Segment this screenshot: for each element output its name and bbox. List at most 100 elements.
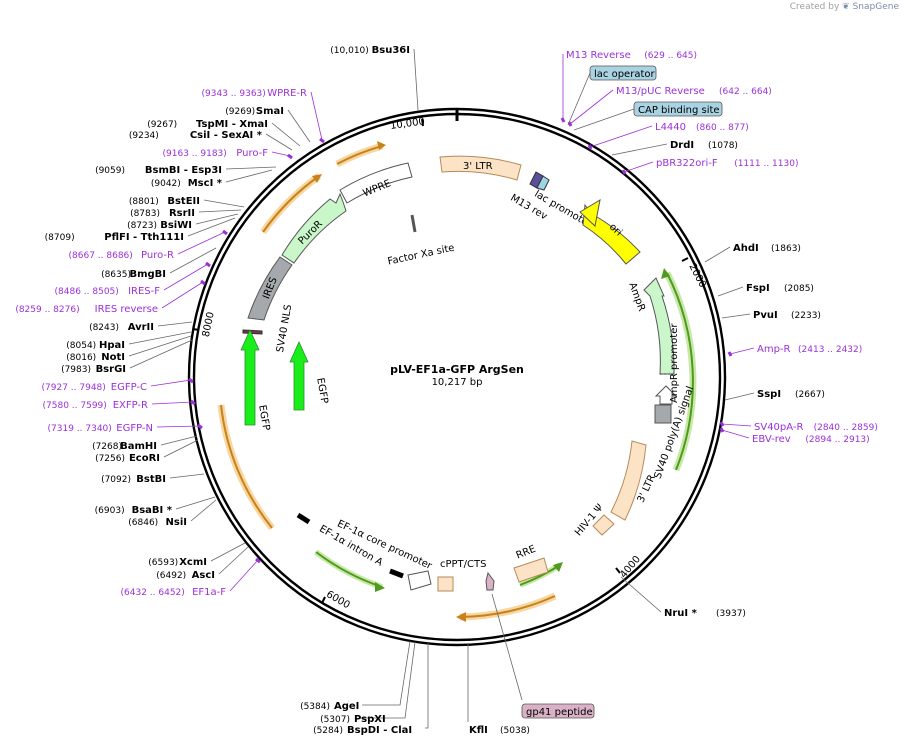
primer-mark-left-14	[205, 261, 211, 268]
right-site-name-6[interactable]: FspI	[746, 283, 770, 294]
bottom-leader-agei	[362, 640, 411, 706]
left-site-name-18[interactable]: NotI	[101, 352, 125, 363]
left-site-name-29[interactable]: AscI	[192, 570, 215, 581]
gp41-peptide-box[interactable]	[521, 703, 595, 719]
orf-top-head	[377, 141, 386, 150]
feature-cap-site[interactable]	[536, 175, 550, 191]
feature-3ltr-top[interactable]	[439, 155, 522, 181]
right-site-name-4[interactable]: pBR322ori-F	[656, 158, 718, 169]
tick-4000	[615, 567, 621, 574]
bottom-leader-pspxi	[360, 641, 416, 719]
right-site-pos-9: (2667)	[795, 390, 825, 400]
left-site-name-8[interactable]: BstEII	[167, 196, 200, 207]
left-site-pos-28: (6593)	[148, 558, 178, 568]
feature-ef1a-core-promoter[interactable]	[407, 570, 432, 591]
left-site-name-14[interactable]: IRES-F	[128, 286, 160, 297]
feature-sv40-nls[interactable]	[242, 329, 263, 335]
left-leader-13	[169, 247, 217, 274]
left-site-name-3[interactable]: TspMI - XmaI	[196, 119, 268, 130]
left-site-name-5[interactable]: Puro-F	[236, 148, 268, 159]
left-site-name-17[interactable]: HpaI	[99, 340, 125, 351]
feature-wpre[interactable]	[339, 162, 413, 204]
left-site-name-1[interactable]: WPRE-R	[267, 88, 307, 99]
left-site-name-11[interactable]: PflFI - Tth111I	[104, 232, 184, 243]
right-leader-1	[569, 89, 614, 125]
right-leader-3	[611, 143, 668, 156]
right-site-name-3[interactable]: DrdI	[670, 140, 694, 151]
right-site-name-2[interactable]: L4440	[655, 122, 686, 133]
right-site-name-5[interactable]: AhdI	[733, 243, 759, 254]
left-site-pos-25: (7092)	[101, 475, 131, 485]
right-site-name-7[interactable]: PvuI	[753, 310, 778, 321]
right-site-name-1[interactable]: M13/pUC Reverse	[616, 86, 705, 97]
feature-egfp-inner[interactable]	[289, 341, 309, 411]
primer-mark-left-21	[190, 399, 196, 406]
plasmid-name: pLV-EF1a-GFP ArgSen	[390, 363, 524, 376]
feature-ampr[interactable]	[643, 277, 675, 375]
primer-mark-left-20	[188, 377, 194, 384]
left-site-name-26[interactable]: BsaBI *	[132, 505, 173, 516]
right-site-name-12[interactable]: NruI *	[664, 608, 698, 619]
feature-factor-xa[interactable]	[410, 214, 417, 233]
primer-mark-left-1	[319, 137, 325, 144]
left-site-pos-15: (8259 .. 8276)	[15, 305, 79, 315]
left-site-name-22[interactable]: EGFP-N	[116, 423, 153, 434]
left-site-name-25[interactable]: BstBI	[136, 474, 166, 485]
right-site-pos-11: (2894 .. 2913)	[805, 435, 869, 445]
left-site-name-12[interactable]: Puro-R	[141, 250, 174, 261]
left-site-name-4[interactable]: CsiI - SexAI *	[190, 130, 263, 141]
feature-ampr-promoter[interactable]	[654, 385, 678, 405]
left-leader-16	[157, 321, 193, 327]
feature-rre[interactable]	[513, 557, 549, 583]
bottom-sites: (5384) AgeI (5307) PspXI (5284) BspDI - …	[300, 593, 595, 736]
left-site-name-2[interactable]: SmaI	[256, 106, 284, 117]
left-site-name-30[interactable]: EF1a-F	[192, 587, 226, 598]
left-site-pos-6: (9059)	[95, 166, 125, 176]
left-site-name-7[interactable]: MscI *	[188, 178, 223, 189]
left-leader-6	[225, 166, 277, 170]
lac-operator-label: lac operator	[594, 69, 655, 80]
left-site-pos-24: (7256)	[95, 454, 125, 464]
feature-cppt-cts[interactable]	[437, 576, 454, 592]
left-site-name-28[interactable]: XcmI	[179, 557, 207, 568]
feature-puror[interactable]	[281, 192, 347, 264]
feature-sv40-polya[interactable]	[654, 404, 672, 424]
left-site-name-13[interactable]: BmgBI	[129, 269, 166, 280]
orf-right	[666, 272, 694, 471]
left-leader-11	[187, 217, 236, 237]
left-site-pos-3: (9267)	[147, 120, 177, 130]
left-site-pos-20: (7927 .. 7948)	[42, 383, 106, 393]
orf-bottom-glow	[459, 592, 557, 621]
left-site-name-10[interactable]: BsiWI	[160, 220, 192, 231]
right-site-name-11[interactable]: EBV-rev	[752, 434, 791, 445]
left-site-name-20[interactable]: EGFP-C	[111, 382, 147, 393]
left-leader-4	[265, 133, 293, 151]
left-site-name-15[interactable]: IRES reverse	[95, 304, 158, 315]
right-leader-8	[729, 347, 755, 355]
feature-ori[interactable]	[582, 203, 641, 265]
left-site-name-19[interactable]: BsrGI	[96, 364, 126, 375]
feature-ires[interactable]	[247, 256, 293, 321]
left-leader-8	[203, 199, 245, 208]
left-site-name-9[interactable]: RsrII	[169, 208, 195, 219]
left-site-name-6[interactable]: BsmBI - Esp3I	[145, 165, 222, 176]
right-site-name-10[interactable]: SV40pA-R	[754, 422, 803, 433]
left-site-name-21[interactable]: EXFP-R	[113, 400, 148, 411]
left-site-name-0[interactable]: Bsu36I	[372, 45, 410, 56]
left-site-name-23[interactable]: BamHI	[120, 441, 157, 452]
feature-hiv1-psi[interactable]	[592, 514, 615, 536]
right-site-name-0[interactable]: M13 Reverse	[566, 50, 631, 61]
right-site-name-8[interactable]: Amp-R	[757, 344, 791, 355]
left-site-pos-16: (8243)	[89, 323, 119, 333]
left-site-name-16[interactable]: AvrII	[128, 322, 154, 333]
left-site-name-24[interactable]: EcoRI	[129, 453, 160, 464]
left-site-name-27[interactable]: NsiI	[166, 517, 187, 528]
feature-egfp-outer[interactable]	[240, 329, 260, 426]
orf-rre-head	[553, 562, 563, 572]
left-leader-17	[128, 331, 192, 345]
feature-3ltr-right[interactable]	[610, 440, 647, 521]
feature-gp41[interactable]	[485, 571, 495, 591]
feature-label-cppt-cts: cPPT/CTS	[440, 559, 486, 570]
site-name-agei: AgeI	[334, 701, 359, 712]
right-site-name-9[interactable]: SspI	[757, 389, 781, 400]
